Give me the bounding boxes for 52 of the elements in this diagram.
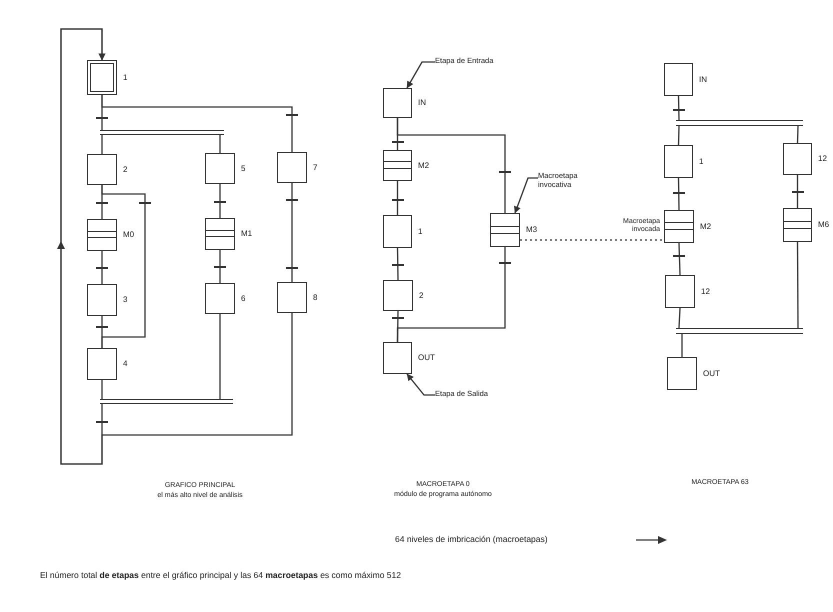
connector-line xyxy=(291,183,293,282)
step-number: 1 xyxy=(699,158,704,166)
connector-line xyxy=(101,95,293,152)
dotted-link xyxy=(520,239,664,241)
connector-line xyxy=(396,118,506,213)
step-number: 5 xyxy=(241,164,246,172)
connector-line xyxy=(219,250,221,283)
connector-line xyxy=(101,251,103,284)
connector-line xyxy=(678,178,680,210)
step-number: 1 xyxy=(418,228,422,236)
step-number: 1 xyxy=(123,74,128,82)
connector-line xyxy=(101,135,103,154)
connector-line xyxy=(678,96,680,120)
step-number: M6 xyxy=(818,221,830,229)
connector-line xyxy=(678,308,681,328)
step-number: OUT xyxy=(703,370,720,378)
step-number: M2 xyxy=(700,222,712,230)
step-number: 3 xyxy=(123,296,128,304)
step-number: 2 xyxy=(419,292,424,300)
step-number: OUT xyxy=(418,354,435,362)
connector-line xyxy=(219,184,221,218)
step-number: 8 xyxy=(313,294,318,302)
step-number: 4 xyxy=(123,360,128,368)
step-number: 2 xyxy=(123,166,128,174)
caption-text: 64 niveles de imbricación (macroetapas) xyxy=(395,535,549,544)
connector-line xyxy=(101,185,146,348)
step-number: 12 xyxy=(701,288,710,296)
connector-line xyxy=(678,126,680,146)
caption-text: El número total de etapas entre el gráfico principal y las 64 macroetapas es como máximo 512 xyxy=(40,571,402,580)
step-number: M3 xyxy=(526,226,538,234)
connector-line xyxy=(796,242,799,328)
step-number: M0 xyxy=(123,231,134,239)
step-number: 12 xyxy=(818,155,827,163)
step-number: M1 xyxy=(241,230,252,238)
connector-line xyxy=(396,248,399,280)
arrow xyxy=(406,61,435,88)
arrow xyxy=(514,177,538,214)
connector-line xyxy=(796,175,798,208)
step-number: 6 xyxy=(241,294,246,302)
step-number: 7 xyxy=(313,164,318,172)
connector-line xyxy=(219,314,221,399)
step-number: IN xyxy=(418,99,426,107)
connector-line xyxy=(396,247,506,342)
step-number: M2 xyxy=(418,162,430,170)
step-number: IN xyxy=(699,76,707,84)
connector-line xyxy=(796,126,799,144)
connector-line xyxy=(396,181,398,215)
arrow xyxy=(406,374,435,396)
connector-line xyxy=(219,135,221,153)
connector-line xyxy=(101,380,103,399)
connector-line xyxy=(678,242,681,276)
connector-line xyxy=(681,334,683,357)
